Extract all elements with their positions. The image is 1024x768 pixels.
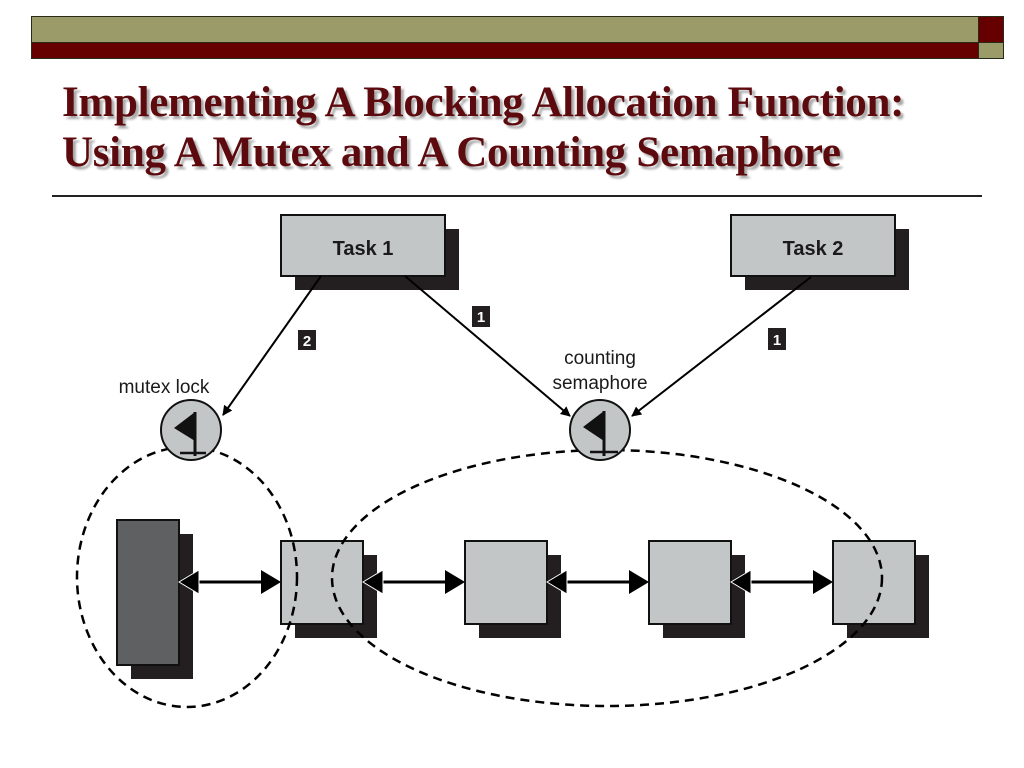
- mutex-region-outline: [75, 445, 299, 709]
- arrowhead-right: [813, 570, 833, 594]
- task-2-label: Task 2: [783, 238, 844, 260]
- step-badge-bg: [298, 330, 316, 350]
- arrowhead-right: [445, 570, 465, 594]
- arrowhead-left: [362, 569, 384, 595]
- edge-task1-to-mutex: [222, 275, 322, 416]
- arrowhead-left: [546, 569, 568, 595]
- edge-task2-to-semaphore: [631, 276, 812, 417]
- step-badge-bg: [472, 306, 490, 327]
- step-badge-label: 1: [477, 309, 485, 326]
- link-arrow-4: [730, 569, 833, 595]
- flag-icon: [583, 411, 618, 456]
- list-head-block: [116, 519, 180, 666]
- title-divider: [52, 195, 982, 197]
- block-4: [832, 540, 916, 625]
- semaphore-label-line-2: semaphore: [552, 373, 647, 394]
- step-badge-bg: [768, 328, 786, 350]
- task-1-box: [280, 214, 446, 277]
- step-badge-label: 2: [303, 333, 311, 350]
- link-arrow-2: [362, 569, 465, 595]
- step-badge-mutex: 2: [298, 330, 316, 350]
- link-arrow-1: [178, 569, 281, 595]
- arrowhead-right: [261, 570, 281, 594]
- link-arrow-3: [546, 569, 649, 595]
- task-2-box: [730, 214, 896, 277]
- task-1-label: Task 1: [333, 238, 394, 260]
- mutex-lock-label: mutex lock: [119, 377, 210, 398]
- header-corner-olive: [978, 42, 1004, 59]
- task-1-node: Task 1: [280, 214, 459, 290]
- counting-semaphore-node: [569, 399, 631, 461]
- arrowhead-right: [629, 570, 649, 594]
- slide-title-line-2: Using A Mutex and A Counting Semaphore: [62, 129, 841, 176]
- block-2: [464, 540, 548, 625]
- semaphore-label-line-1: counting: [564, 348, 636, 369]
- step-badge-task1-semaphore: 1: [472, 306, 490, 327]
- task-2-node: Task 2: [730, 214, 909, 290]
- edge-task1-to-semaphore: [404, 275, 571, 417]
- step-badge-label: 1: [773, 332, 781, 349]
- block-3: [648, 540, 732, 625]
- slide-title: Implementing A Blocking Allocation Funct…: [62, 78, 1012, 178]
- block-links: [178, 569, 833, 595]
- flag-icon: [174, 412, 206, 456]
- mutex-lock-node: [160, 399, 222, 461]
- step-badge-task2-semaphore: 1: [768, 328, 786, 350]
- semaphore-region-outline: [330, 448, 884, 708]
- arrowhead-left: [730, 569, 752, 595]
- slide-title-line-1: Implementing A Blocking Allocation Funct…: [62, 79, 905, 126]
- arrowhead-left: [178, 569, 200, 595]
